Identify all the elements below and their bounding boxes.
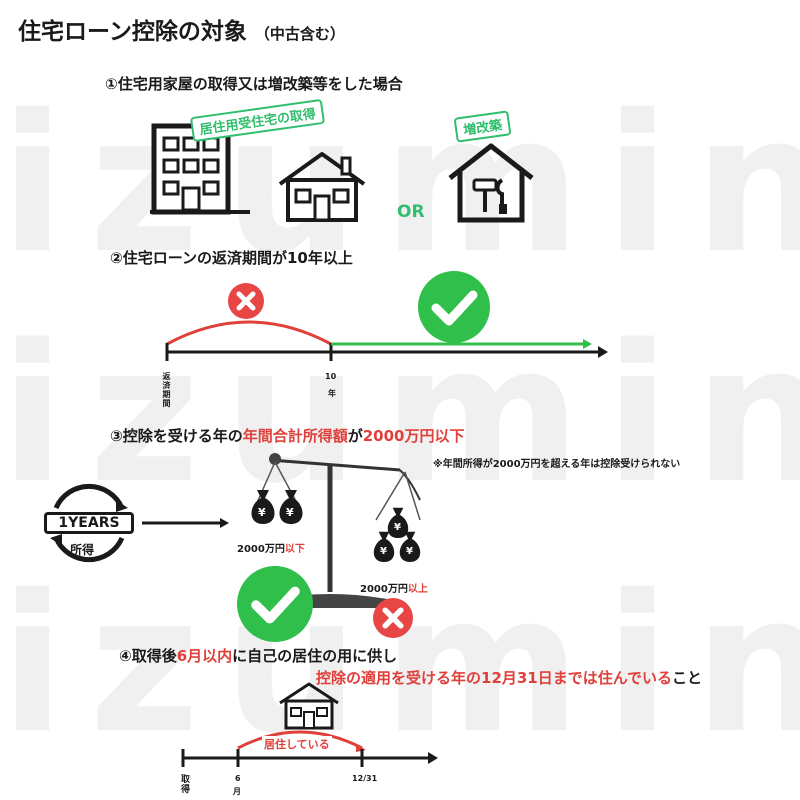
yen-sign-right-2: ¥ (406, 546, 413, 557)
timeline-arrowhead (598, 346, 608, 358)
apartment-icon (150, 123, 250, 215)
tick-acquire-label: 取得 (179, 774, 189, 794)
ok-check-icon (418, 271, 490, 343)
money-bag-icon-left-2 (279, 490, 303, 524)
money-bag-icon-right-1 (373, 531, 395, 562)
condition-3-heading-red: 年間合計所得額 (242, 427, 348, 445)
axis-mark-unit: 年 (328, 389, 336, 398)
tick-month-unit: 月 (233, 787, 241, 796)
condition-2-heading: ②住宅ローンの返済期間が10年以上 (110, 249, 353, 267)
yen-sign-right-top: ¥ (394, 522, 401, 533)
condition-3-heading: ③控除を受ける年の年間合計所得額が2000万円以下 (110, 425, 464, 446)
money-bag-icon-left-1 (251, 490, 275, 524)
condition-4-heading-pre: ④取得後 (119, 647, 177, 665)
or-label: OR (397, 202, 425, 222)
condition-1-heading: ①住宅用家屋の取得又は増改築等をした場合 (105, 75, 403, 93)
yen-sign-right-1: ¥ (380, 546, 387, 557)
condition-4-line-2-red: 控除の適用を受ける年の12月31日までは住んでいる (316, 669, 673, 687)
yen-sign-left-1: ¥ (258, 506, 266, 519)
axis-start-label: 返済期間 (162, 372, 171, 408)
page-subtitle: （中古含む） (254, 25, 345, 43)
condition-3-heading-mid: が (347, 427, 363, 445)
condition-3-heading-pre: ③控除を受ける年の (110, 427, 243, 445)
ng-cross-icon (228, 283, 264, 319)
yen-sign-left-2: ¥ (286, 506, 294, 519)
right-suffix: 以上 (407, 584, 428, 595)
money-bag-icon-right-2 (399, 531, 421, 562)
residence-axis-arrowhead (428, 752, 438, 764)
living-label: 居住している (262, 736, 332, 752)
condition-4-heading: ④取得後6月以内に自己の居住の用に供し (119, 645, 397, 666)
residence-arc (237, 730, 363, 750)
tick-month-num: 6 (235, 774, 241, 783)
long-period-arrowhead (583, 339, 592, 349)
ng-cross-icon-income (373, 598, 413, 638)
watermark-row-1: izumin (0, 74, 800, 295)
left-amount: 2000万円 (237, 544, 285, 555)
left-suffix: 以下 (284, 544, 305, 555)
money-bag-icon-right-top (387, 507, 409, 538)
years-badge: 1YEARS (44, 512, 134, 534)
condition-3-heading-red2: 2000万円以下 (362, 427, 465, 445)
left-amount-label: 2000万円以下 (237, 540, 305, 555)
ok-check-icon-income (237, 566, 313, 642)
small-house-icon (279, 682, 339, 730)
renovation-house-icon (448, 143, 534, 223)
condition-4-line-2: 控除の適用を受ける年の12月31日までは住んでいること (316, 667, 702, 688)
axis-mark-label: 10 (325, 372, 337, 381)
tick-end-label: 12/31 (352, 774, 378, 783)
condition-4-line-2-post: こと (672, 669, 703, 687)
condition-4-heading-post: に自己の居住の用に供し (232, 647, 398, 665)
years-caption: 所得 (70, 543, 95, 557)
house-icon (278, 152, 366, 222)
page-title-main: 住宅ローン控除の対象 (18, 19, 247, 45)
short-period-arc (166, 320, 332, 346)
condition-4-heading-red: 6月以内 (176, 647, 233, 665)
right-amount: 2000万円 (360, 584, 408, 595)
page-title: 住宅ローン控除の対象 （中古含む） (18, 12, 345, 46)
right-amount-label: 2000万円以上 (360, 580, 428, 595)
income-note: ※年間所得が2000万円を超える年は控除受けられない (433, 459, 681, 470)
annual-cycle-icon (50, 483, 128, 563)
